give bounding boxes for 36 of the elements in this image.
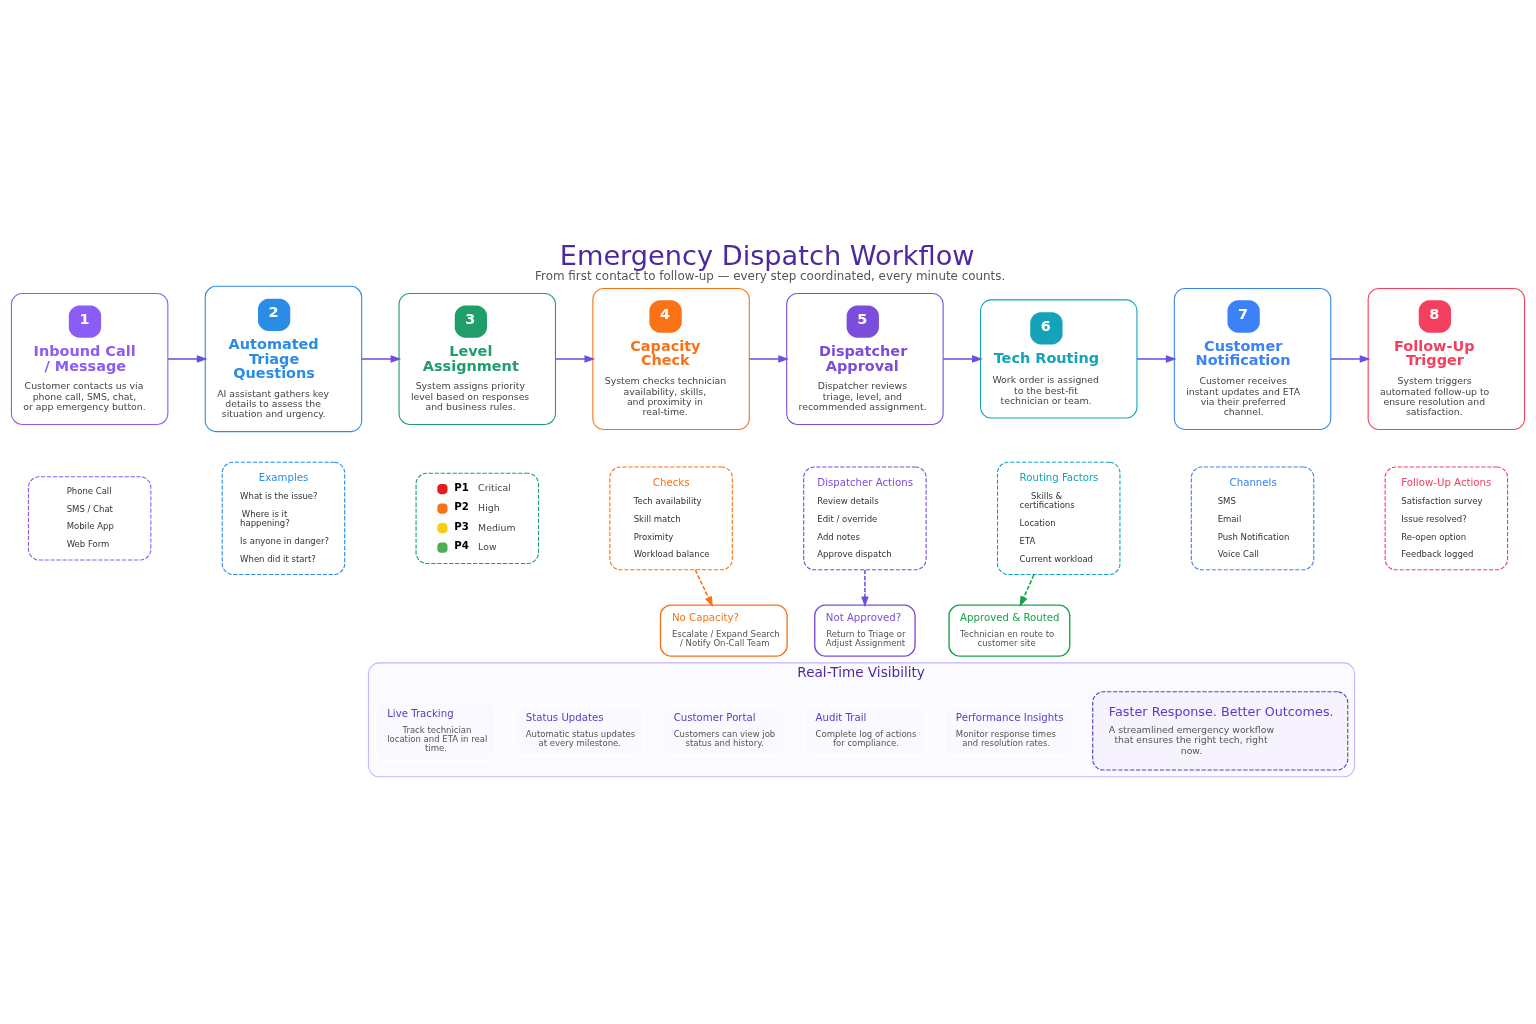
node-box: 7 Customer Notification Customer receives instant updates and ETA via their preferred channel. [1173, 287, 1332, 431]
arrow [1330, 355, 1371, 363]
node-box: Phone Call SMS / Chat Mobile App Web Form [27, 476, 152, 561]
node-box: No Capacity? Escalate / Expand Search / Notify On-Call Team [659, 604, 788, 657]
node-text: Performance Insights Monitor response times and resolution rates. [955, 712, 1064, 749]
node-text: Status Updates Automatic status updates at every milestone. [525, 712, 636, 749]
node-box: 6 Tech Routing Work order is assigned to the best-fit technician or team. [979, 299, 1138, 419]
arrow [861, 569, 869, 608]
node-box: Faster Response. Better Outcomes. A streamlined emergency workflow that ensures the right tech, right now. [1092, 691, 1349, 771]
node-text: Customer Portal Customers can view job status and history. [673, 712, 776, 749]
node-text: Live Tracking Track technician location and ETA in real time. [387, 707, 488, 754]
arrow [1136, 355, 1177, 363]
arrow [694, 569, 713, 607]
node-box: Approved & Routed Technician en route to customer site [948, 604, 1071, 657]
node-box: 8 Follow-Up Trigger System triggers automated follow-up to ensure resolution and satisfaction. [1367, 287, 1526, 431]
node-box: Follow-Up Actions Satisfaction survey Issue resolved? Re-open option Feedback logged [1384, 466, 1509, 571]
diagram-title: Emergency Dispatch Workflow [559, 239, 975, 271]
arrow [942, 355, 983, 363]
arrow [748, 355, 789, 363]
node-box: Examples What is the issue? Where is it happening? Is anyone in danger? When did it start? [221, 461, 346, 576]
node-box: Checks Tech availability Skill match Proximity Workload balance [609, 466, 733, 571]
node-box: 4 Capacity Check System checks technician availability, skills, and proximity in real-time. [592, 287, 750, 431]
node-box: 3 Level Assignment System assigns priority level based on responses and business rules. [398, 292, 557, 425]
node-box: P1 Critical P2 High P3 Medium P4 Low [415, 472, 540, 564]
node-box: Dispatcher Actions Review details Edit / override Add notes Approve dispatch [803, 466, 927, 571]
node-box: Channels SMS Email Push Notification Voice Call [1190, 466, 1315, 571]
node-box: Routing Factors Skills & certifications Location ETA Current workload [996, 461, 1121, 576]
arrow [554, 355, 596, 363]
arrow [167, 355, 208, 363]
node-text: Audit Trail Complete log of actions for compliance. [815, 712, 917, 749]
arrow [361, 355, 402, 363]
node-box: 5 Dispatcher Approval Dispatcher reviews triage, level, and recommended assignment. [786, 292, 944, 425]
arrow [1019, 574, 1035, 607]
node-box: Not Approved? Return to Triage or Adjust Assignment [814, 604, 916, 657]
node-box: 1 Inbound Call / Message Customer contacts us via phone call, SMS, chat, or app emergency button. [10, 292, 169, 425]
node-box: 2 Automated Triage Questions AI assistant gathers key details to assess the situation and urgency. [204, 285, 363, 433]
